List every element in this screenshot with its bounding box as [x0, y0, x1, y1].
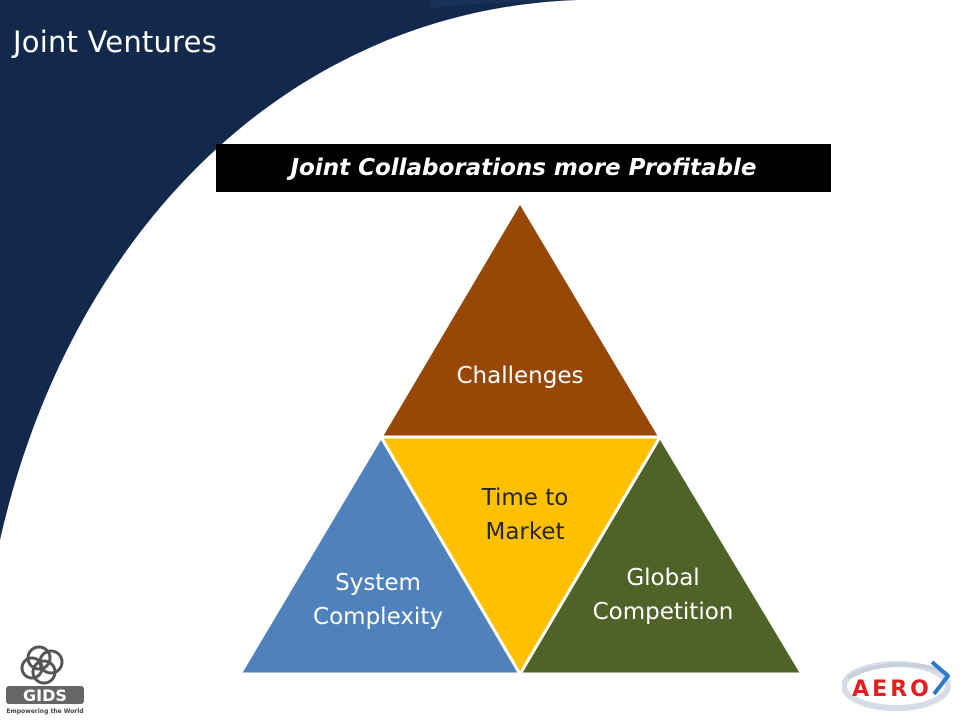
label-global-competition: Global Competition [592, 565, 734, 625]
gids-logo: GIDS Empowering the World [6, 645, 84, 715]
triangle-center [379, 435, 662, 676]
navy-arc-shape [0, 0, 578, 540]
label-system-complexity: System Complexity [313, 570, 443, 630]
triangle-top [379, 200, 662, 439]
banner: Joint Collaborations more Profitable [216, 144, 831, 192]
label-challenges: Challenges [456, 363, 584, 389]
aero-logo: AERO [842, 660, 951, 711]
arc-highlight [430, 0, 578, 8]
label-time-to-market: Time to Market [481, 485, 569, 545]
banner-text: Joint Collaborations more Profitable [290, 155, 757, 181]
slide-title: Joint Ventures [13, 25, 217, 59]
gids-logo-tagline: Empowering the World [6, 708, 83, 715]
aero-logo-text: AERO [852, 677, 932, 702]
gids-logo-text: GIDS [23, 686, 67, 705]
